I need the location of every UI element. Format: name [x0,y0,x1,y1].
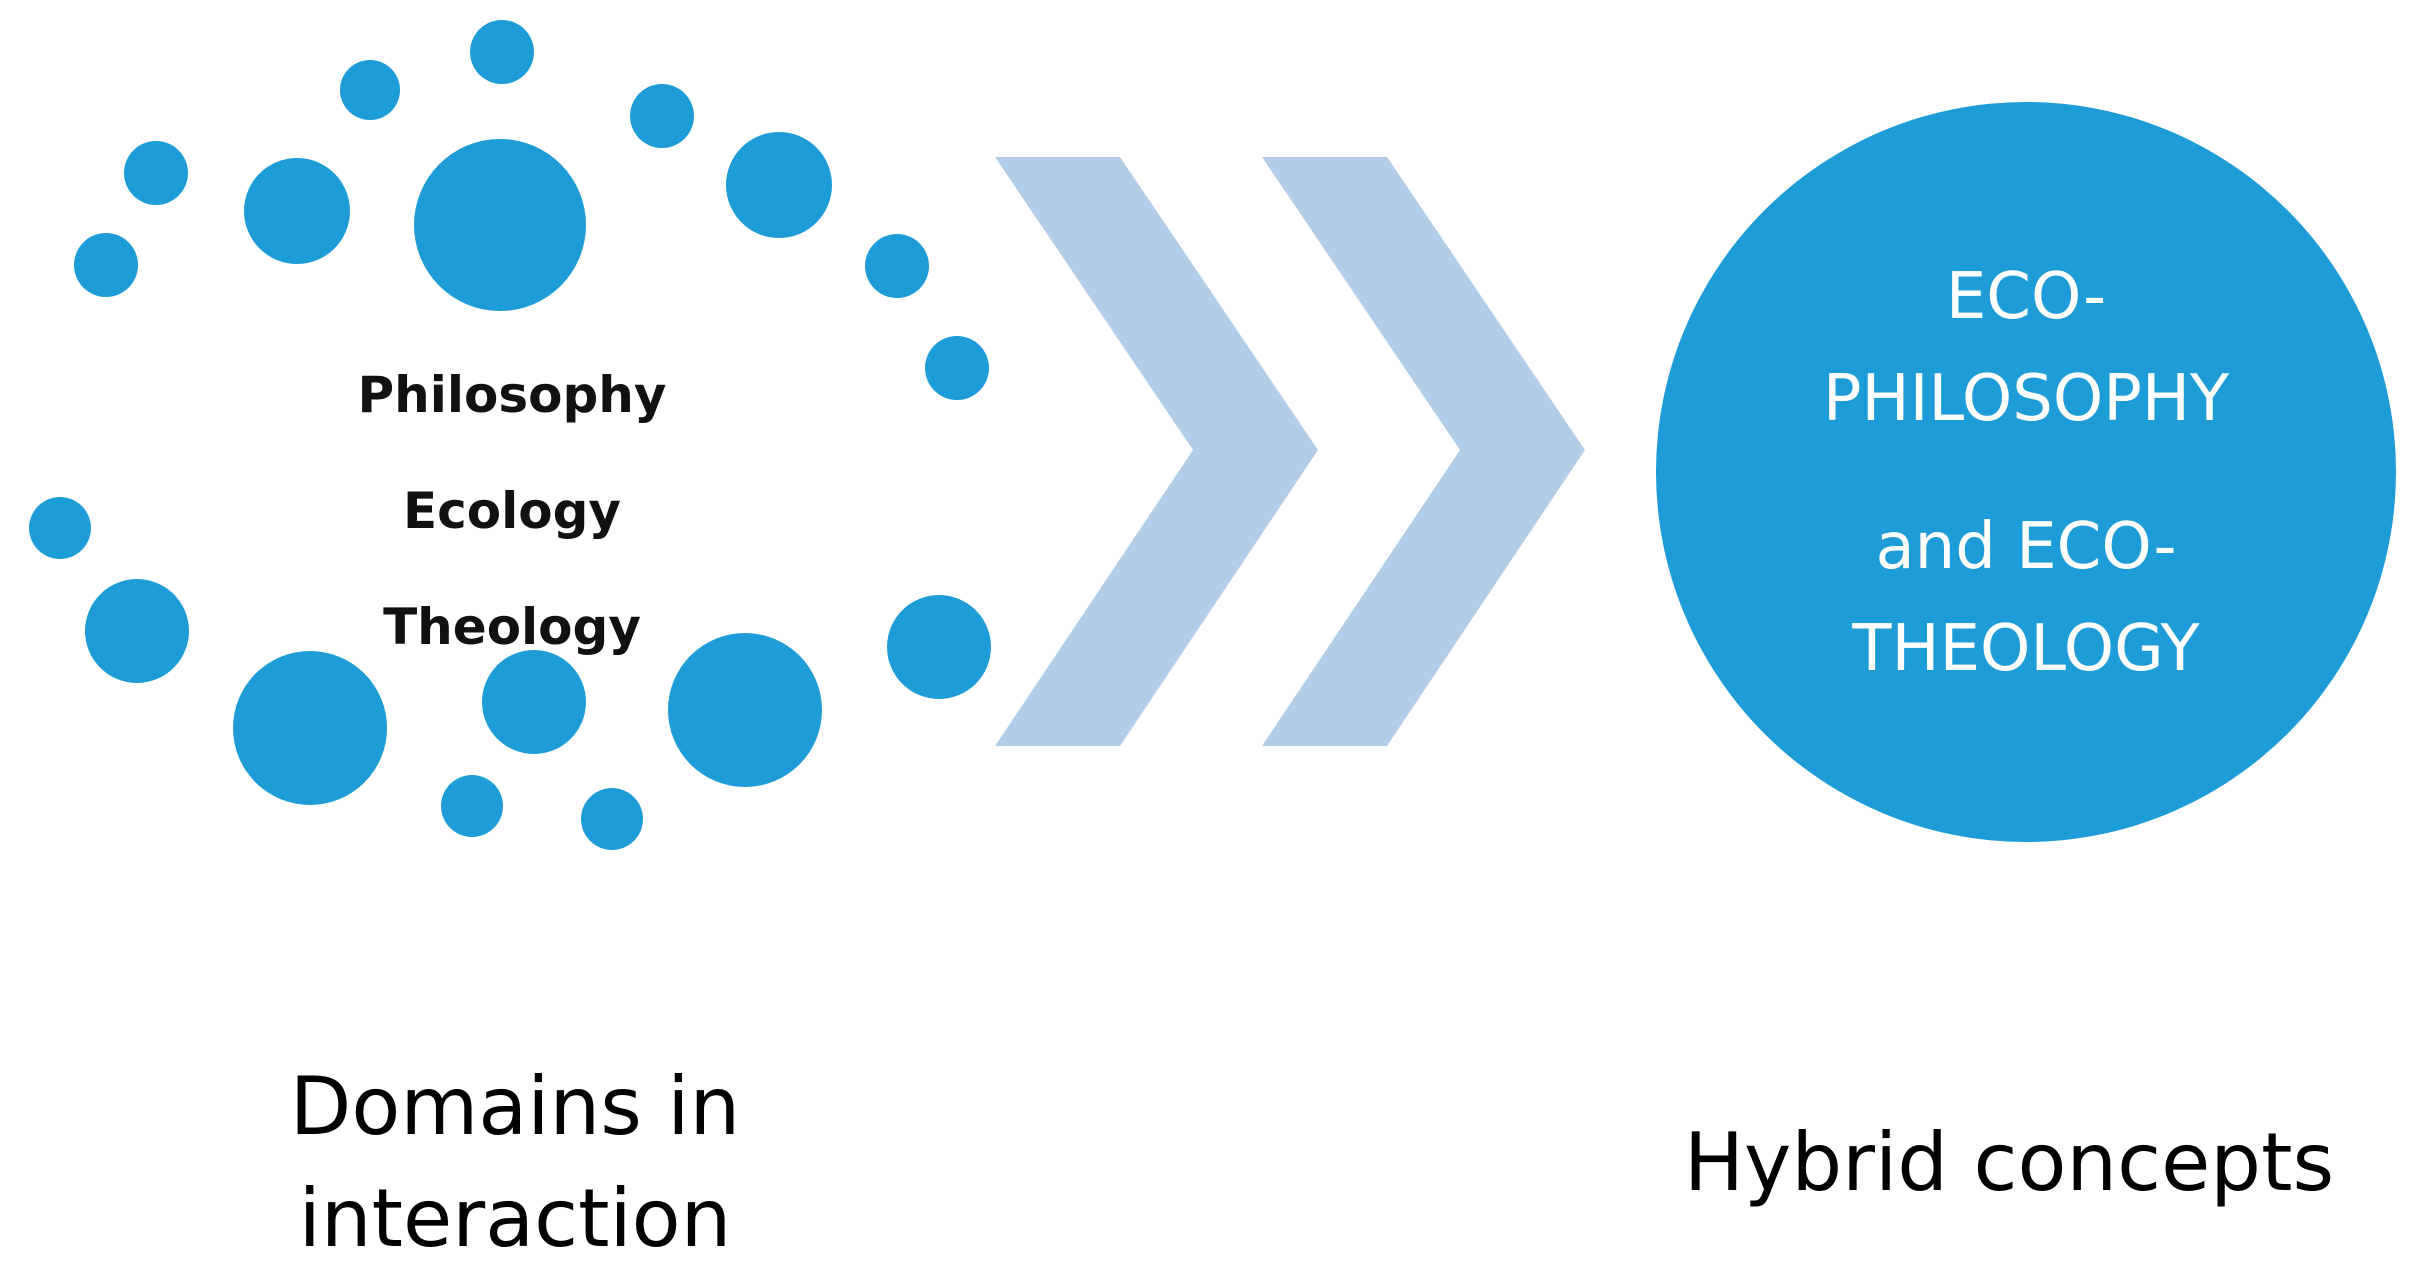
dot [340,60,400,120]
hybrid-concept-circle [1656,102,2396,842]
dot [414,139,586,311]
hybrid-text-line1: ECO- [1946,260,2106,334]
hybrid-text-line2: PHILOSOPHY [1823,362,2230,436]
dot [581,788,643,850]
dot [668,633,822,787]
dot [630,84,694,148]
hybrid-caption: Hybrid concepts [1684,1116,2334,1209]
dot [85,579,189,683]
dot [441,775,503,837]
domains-caption-line1: Domains in [290,1060,740,1153]
dot [482,650,586,754]
dot [887,595,991,699]
chevron-arrow-icon [995,157,1318,746]
domain-label-philosophy: Philosophy [358,366,667,424]
domains-caption-line2: interaction [299,1172,732,1265]
dot [29,497,91,559]
dot [74,233,138,297]
dot [925,336,989,400]
dot [124,141,188,205]
domain-label-ecology: Ecology [403,482,621,540]
hybrid-text-line3: and ECO- [1875,510,2176,584]
dot [726,132,832,238]
dot [865,234,929,298]
chevron-arrow-icon [1262,157,1585,746]
dot [470,20,534,84]
domain-label-theology: Theology [383,598,641,656]
dot-cluster [29,20,991,850]
dot [244,158,350,264]
hybrid-text-line4: THEOLOGY [1851,612,2200,686]
dot [233,651,387,805]
